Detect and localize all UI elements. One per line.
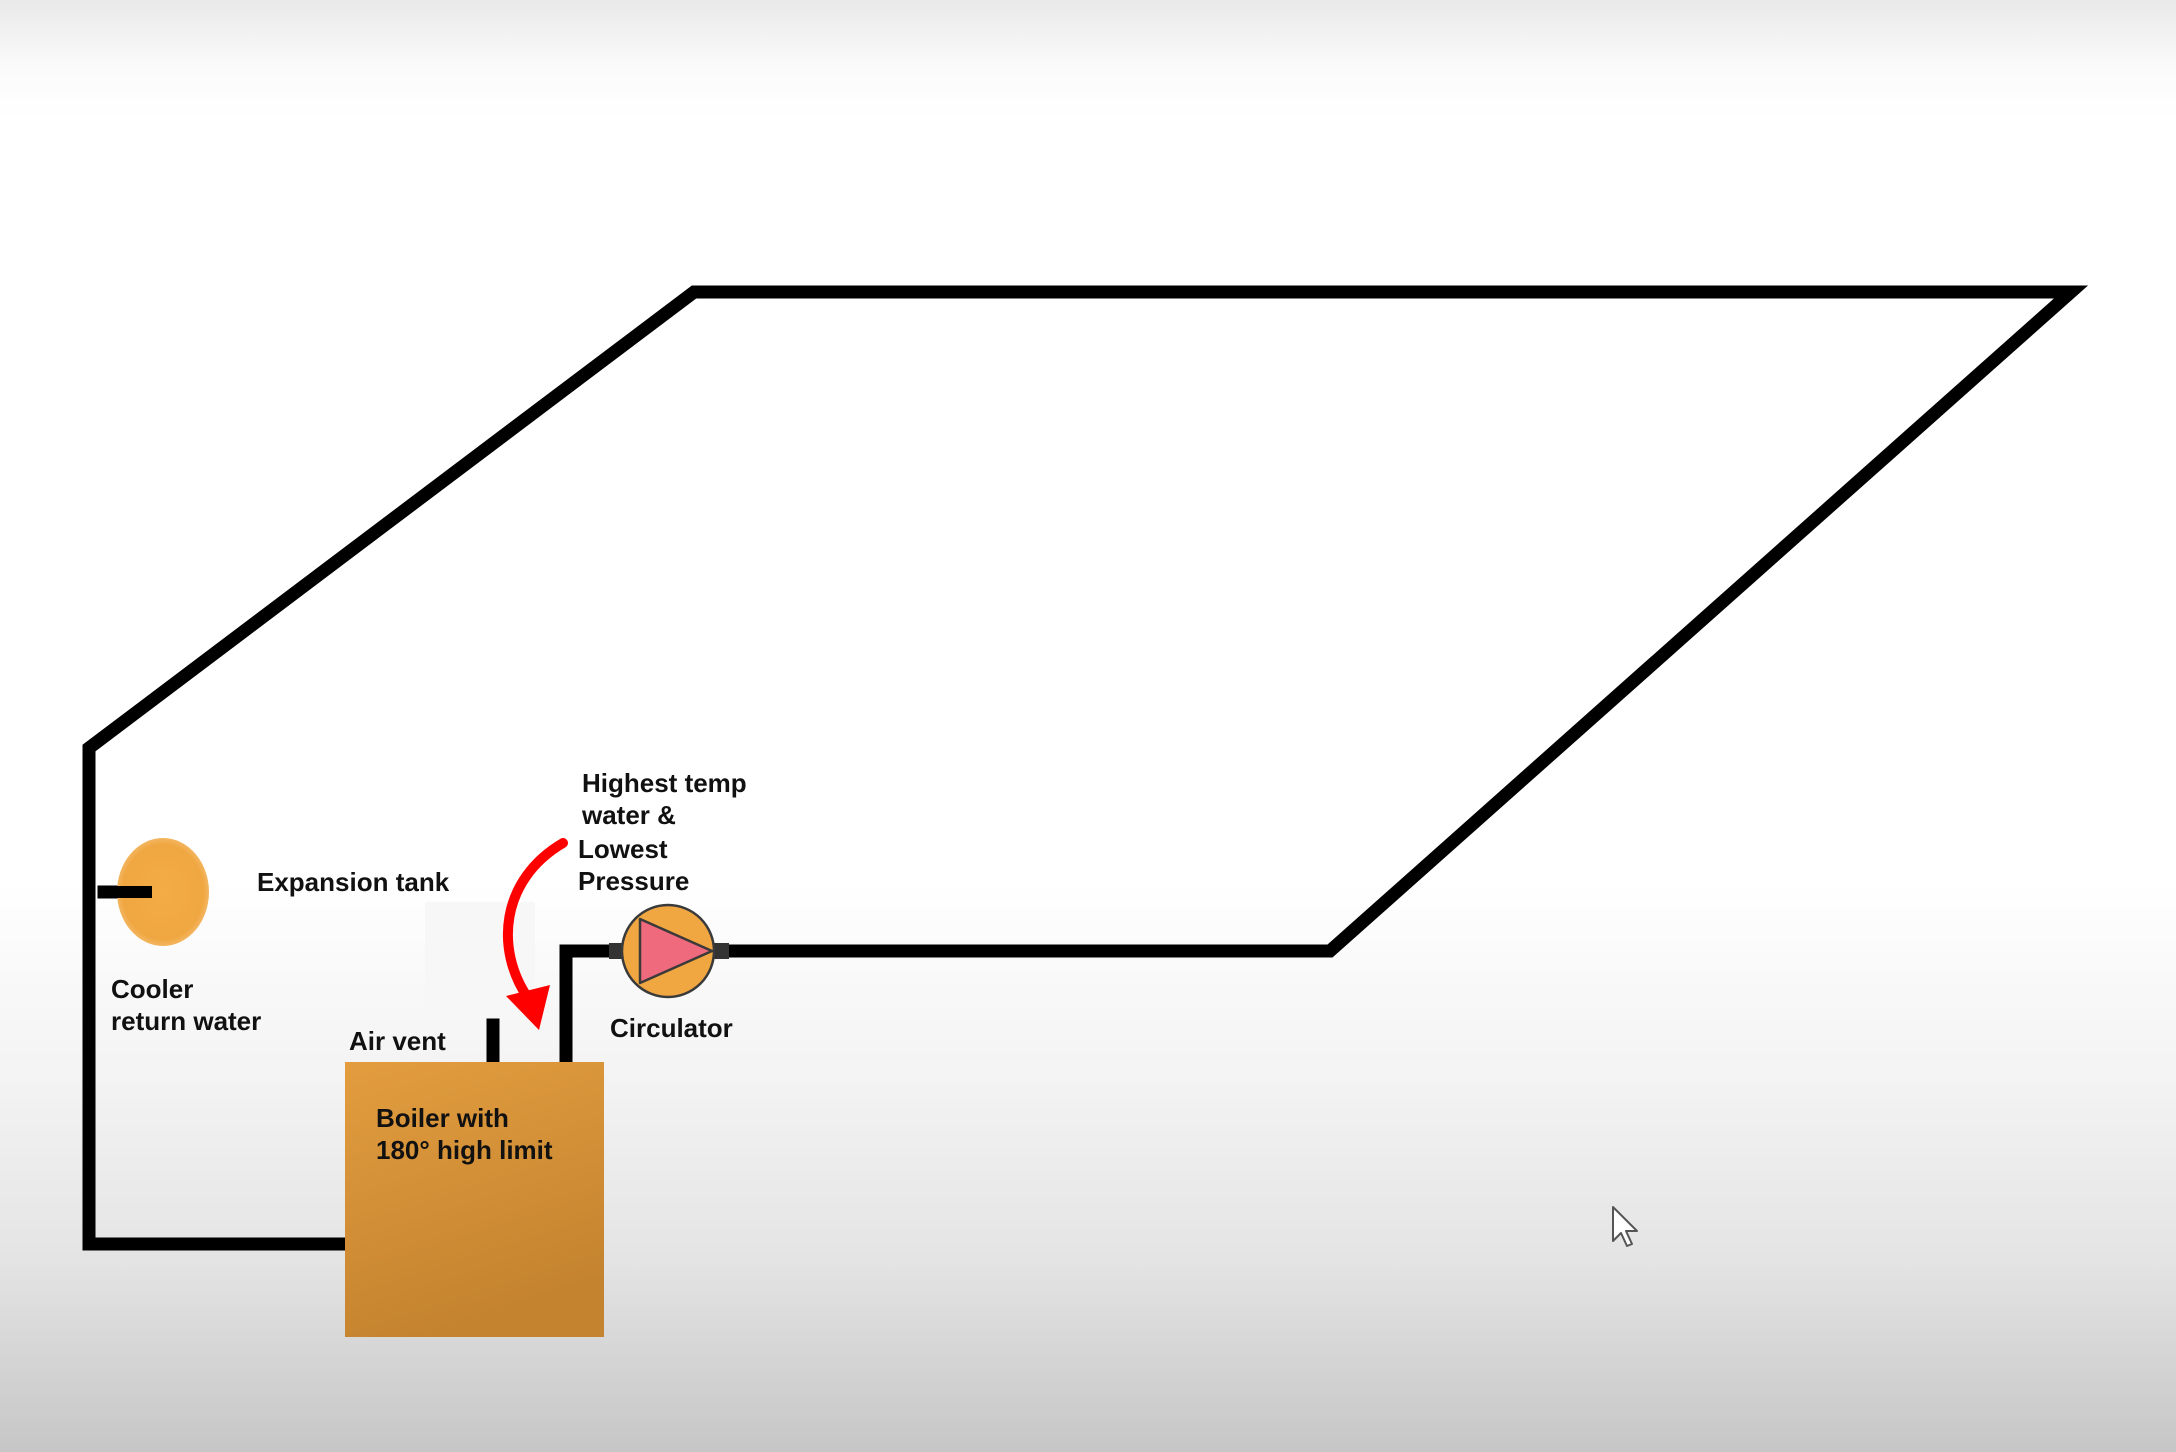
boiler-label-line1: Boiler with: [376, 1103, 509, 1133]
expansion-tank: [117, 838, 209, 946]
highest-temp-label-line2: water &: [582, 800, 676, 830]
highest-temp-label-line1: Highest temp: [582, 768, 747, 798]
circulator-pump: [609, 903, 729, 999]
cooler-return-label-line2: return water: [111, 1006, 262, 1036]
highest-temp-label-line3: Lowest: [578, 834, 668, 864]
curved-arrow-icon: [502, 838, 568, 1030]
expansion-tank-label: Expansion tank: [257, 867, 450, 897]
boiler-supply-riser: [559, 944, 632, 1069]
cooler-return-label-line1: Cooler: [111, 974, 194, 1004]
circulator-label: Circulator: [610, 1013, 733, 1043]
mouse-pointer-icon: [1612, 1206, 1638, 1247]
supply-pipe: [82, 285, 2089, 1251]
boiler: [345, 1062, 604, 1337]
highest-temp-label-line4: Pressure: [578, 866, 690, 896]
boiler-label-line2: 180° high limit: [376, 1135, 553, 1165]
air-vent-label: Air vent: [349, 1026, 446, 1056]
